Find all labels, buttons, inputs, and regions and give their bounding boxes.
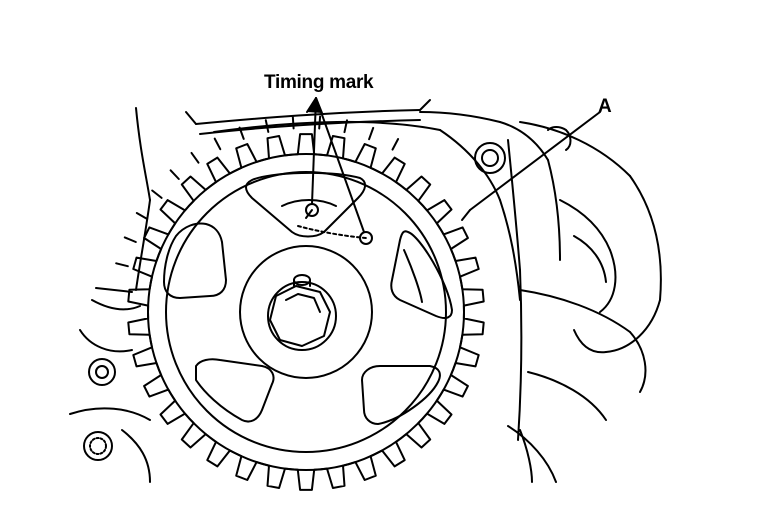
sprocket-teeth (127, 133, 485, 491)
center-bolt (267, 274, 337, 351)
timing-mark-leaders (306, 97, 365, 233)
belt-tooth (238, 126, 245, 140)
belt-tooth (213, 137, 222, 151)
belt-tooth (190, 151, 200, 164)
belt-teeth (115, 115, 400, 268)
spoke-window-bottom-left (195, 358, 275, 423)
belt-tooth (368, 126, 375, 141)
timing-mark-indicators (297, 203, 373, 245)
belt-tooth (291, 115, 295, 130)
threaded-nut (83, 431, 113, 461)
belt-tooth (115, 262, 129, 268)
belt-tooth (151, 189, 163, 199)
belt-tooth (343, 119, 348, 134)
part-a-leader (461, 111, 601, 221)
belt-tooth (318, 115, 322, 130)
housing-bolt (474, 142, 506, 174)
part-a-label: A (598, 96, 612, 117)
spoke-window-bottom-right (361, 365, 441, 425)
left-housing-bolt (88, 358, 116, 386)
spoke-window-left (163, 222, 227, 299)
timing-belt (115, 115, 521, 301)
belt-tooth (264, 119, 270, 133)
timing-mark-label: Timing mark (264, 72, 374, 93)
belt-tooth (169, 169, 180, 180)
belt-tooth (123, 236, 137, 243)
engine-housing (69, 99, 662, 483)
belt-tooth (135, 212, 149, 220)
camshaft-sprocket (127, 133, 485, 491)
spoke-window-right (390, 230, 453, 319)
belt-tooth (391, 138, 400, 151)
